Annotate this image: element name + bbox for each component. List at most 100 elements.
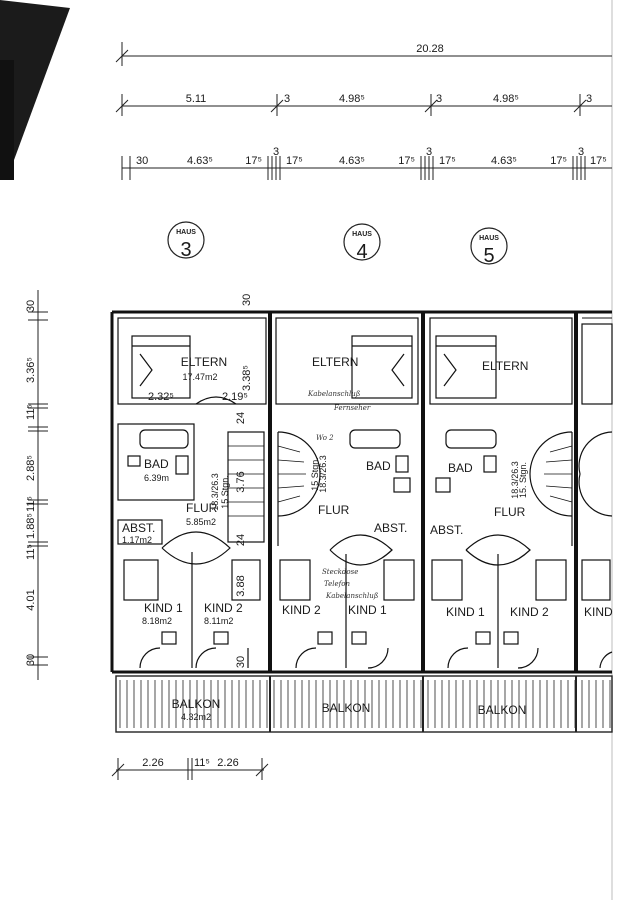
dim-row3-11: 17⁵	[550, 155, 567, 167]
dim-row3-5: 17⁵	[286, 155, 303, 167]
dim-inner-3: 2.19⁵	[222, 391, 248, 403]
dim-row3-10: 4.63⁵	[491, 155, 517, 167]
u2-balkon-label: BALKON	[322, 701, 371, 715]
unit-haus-4	[275, 317, 419, 669]
u2-kind-b-label: KIND 1	[348, 603, 387, 617]
dim-left-4: 2.88⁵	[25, 455, 37, 481]
handwritten-note-1: Kabelanschluß	[307, 390, 361, 398]
dim-inner-2: 2.32⁵	[148, 391, 174, 403]
u3-abst-label: ABST.	[430, 523, 463, 537]
u1-abst-area: 1.17m2	[122, 535, 152, 545]
u2-kind-a-label: KIND 2	[282, 603, 321, 617]
u1-bad-area: 6.39m	[144, 473, 169, 483]
handwritten-note-5: Telefon	[324, 580, 350, 588]
dim-inner-4: 3.38⁵	[241, 365, 253, 391]
haus-5-number: 5	[483, 245, 494, 267]
u1-kind-a-area: 8.18m2	[142, 616, 172, 626]
dim-row2-3: 4.98⁵	[339, 93, 365, 105]
dim-left-6: 1.88⁵	[25, 513, 37, 539]
haus-3-marker: HAUS 3	[167, 221, 205, 261]
dim-inner-1: 30	[241, 294, 253, 306]
dim-inner-9: 30	[235, 656, 247, 668]
dim-row3-6: 4.63⁵	[339, 155, 365, 167]
haus-4-prefix: HAUS	[352, 231, 372, 238]
u1-kind-a-label: KIND 1	[144, 601, 183, 615]
u3-eltern-label: ELTERN	[482, 359, 528, 373]
handwritten-note-4: Steckdose	[322, 568, 358, 576]
dim-row3-7: 17⁵	[398, 155, 415, 167]
dim-left-3: 11⁵	[25, 404, 37, 420]
dim-left-2: 3.36⁵	[25, 357, 37, 383]
top-dimension-chain	[115, 42, 612, 180]
dim-bottom-1: 2.26	[142, 757, 163, 769]
u1-eltern-label: ELTERN	[181, 355, 227, 369]
dim-row3-8: 3	[426, 146, 432, 158]
partial-kind-label: KIND	[584, 605, 613, 619]
dim-inner-7: 24	[235, 534, 247, 546]
dim-row3-3: 17⁵	[245, 155, 262, 167]
u2-flur-label: FLUR	[318, 503, 350, 517]
handwritten-note-3: Wo 2	[316, 434, 334, 442]
dim-left-1: 30	[25, 300, 37, 312]
dim-left-9: 30	[25, 654, 37, 666]
haus-5-marker: HAUS 5	[470, 227, 508, 267]
dim-bottom-2: 11⁵	[194, 757, 210, 769]
dim-left-7: 11⁵	[25, 544, 37, 560]
haus-4-number: 4	[356, 241, 367, 263]
handwritten-note-6: Kabelanschluß	[325, 592, 379, 600]
dim-row3-4: 3	[273, 146, 279, 158]
u3-stair-count: 15. Stgn.	[518, 462, 528, 498]
dim-left-8: 4.01	[25, 589, 37, 610]
haus-3-number: 3	[180, 239, 191, 261]
u2-stair-label: 18.3/26.3	[318, 455, 328, 493]
u1-eltern-area: 17.47m2	[182, 372, 217, 382]
dim-inner-6: 3.76	[235, 471, 247, 492]
dim-row2-1: 5.11	[186, 93, 207, 105]
dim-row3-12: 3	[578, 146, 584, 158]
u2-abst-label: ABST.	[374, 521, 407, 535]
u3-flur-label: FLUR	[494, 505, 526, 519]
balcony-railings	[115, 675, 613, 733]
u3-stair-label: 18.3/26.3	[510, 461, 520, 499]
u1-balkon-area: 4.32m2	[181, 712, 211, 722]
dim-row2-6: 3	[586, 93, 592, 105]
unit-haus-3	[117, 317, 267, 669]
u3-kind-b-label: KIND 2	[510, 605, 549, 619]
left-dimension-chain	[28, 290, 48, 680]
scan-edge-shadow	[0, 0, 613, 900]
bottom-dimension-chain	[111, 758, 269, 780]
dim-row2-5: 4.98⁵	[493, 93, 519, 105]
u1-flur-area: 5.85m2	[186, 517, 216, 527]
haus-3-prefix: HAUS	[176, 229, 196, 236]
u1-abst-label: ABST.	[122, 521, 155, 535]
dim-row3-13: 17⁵	[590, 155, 607, 167]
handwritten-note-2: Fernseher	[333, 404, 371, 412]
u3-balkon-label: BALKON	[478, 703, 527, 717]
dim-row3-1: 30	[136, 155, 148, 167]
dim-row2-4: 3	[436, 93, 442, 105]
u1-flur-label: FLUR	[186, 501, 218, 515]
dim-row3-2: 4.63⁵	[187, 155, 213, 167]
u1-bad-label: BAD	[144, 457, 169, 471]
dim-inner-5: 24	[235, 412, 247, 424]
u3-bad-label: BAD	[448, 461, 473, 475]
u1-stair-count: 15 Stgn.	[220, 475, 230, 509]
building-walls	[110, 310, 612, 674]
dim-left-5: 11⁵	[25, 496, 37, 512]
u2-eltern-label: ELTERN	[312, 355, 358, 369]
u1-balkon-label: BALKON	[172, 697, 221, 711]
u3-kind-a-label: KIND 1	[446, 605, 485, 619]
u2-stair-count: 15 Stgn.	[310, 457, 320, 491]
dim-bottom-3: 2.26	[217, 757, 238, 769]
dim-row2-2: 3	[284, 93, 290, 105]
dim-inner-8: 3.88	[235, 575, 247, 596]
dim-row3-9: 17⁵	[439, 155, 456, 167]
unit-partial-right	[578, 323, 613, 669]
unit-haus-5	[429, 317, 573, 669]
haus-5-prefix: HAUS	[479, 235, 499, 242]
u1-kind-b-label: KIND 2	[204, 601, 243, 615]
u1-stair-label: 18.3/26.3	[210, 473, 220, 511]
dim-total: 20.28	[416, 43, 444, 55]
haus-4-marker: HAUS 4	[343, 223, 381, 263]
